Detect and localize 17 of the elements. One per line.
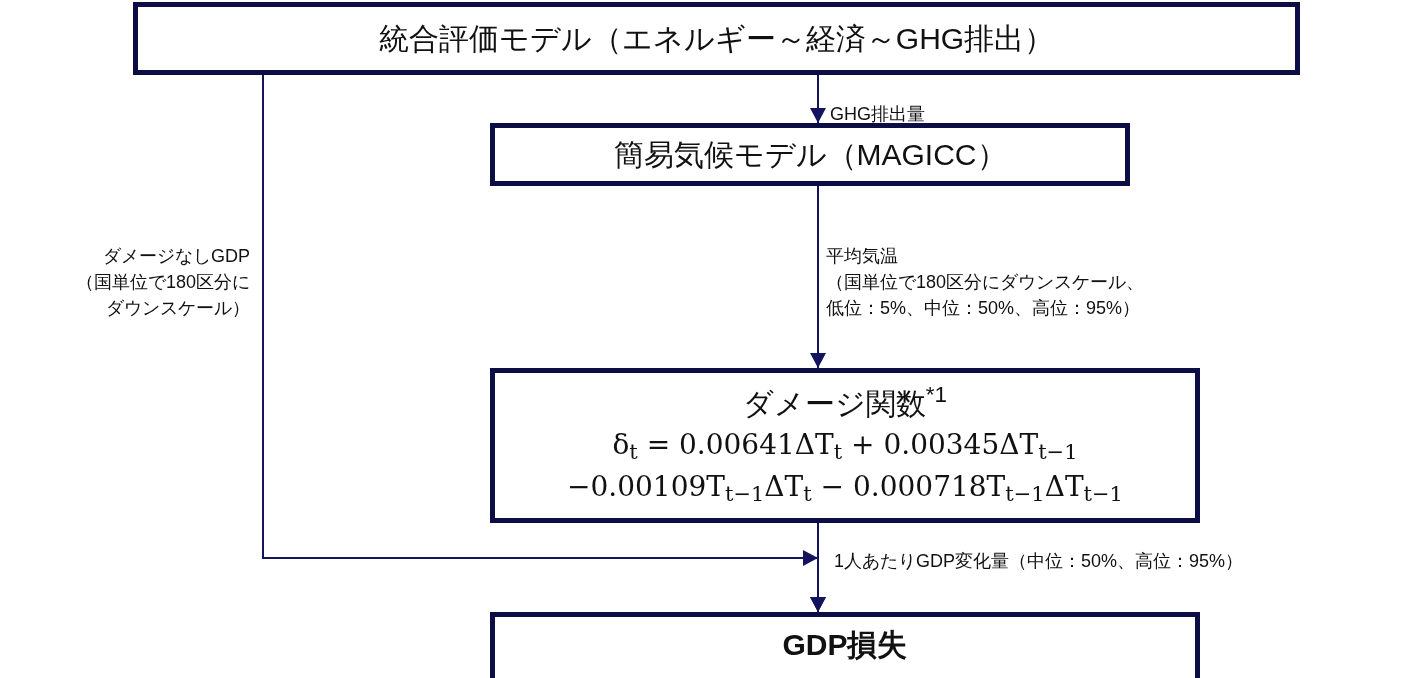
arrow [810,185,826,369]
process-box [490,368,1200,523]
process-box [490,612,1200,678]
edge-label: GHG排出量 [830,103,925,126]
process-box [490,123,1130,186]
arrow [810,522,826,613]
box-title: 簡易気候モデル（MAGICC） [613,136,1007,173]
box-title: ダメージ関数$^{*1}$ [742,383,948,422]
edge-label: 1人あたりGDP変化量（中位：50%、高位：95%） [834,550,1244,573]
process-box [133,2,1300,75]
box-title: GDP損失 [782,627,908,663]
arrow [810,74,826,124]
edge-label: 平均気温（国単位で180区分にダウンスケール、低位：5%、中位：50%、高位：95%） [826,245,1146,320]
edge-label: ダメージなしGDP（国単位で180区分にダウンスケール） [74,245,250,320]
formula: −0.00109T$_{t−1}$ΔT$_{t}$ − 0.000718T$_{t−1}$ΔT$_{t−1}$ [567,468,1123,508]
formula: δ$_{t}$ = 0.00641ΔT$_{t}$ + 0.00345ΔT$_{t−1}$ [612,426,1078,466]
box-title: 統合評価モデル（エネルギー～経済～GHG排出） [378,20,1055,57]
